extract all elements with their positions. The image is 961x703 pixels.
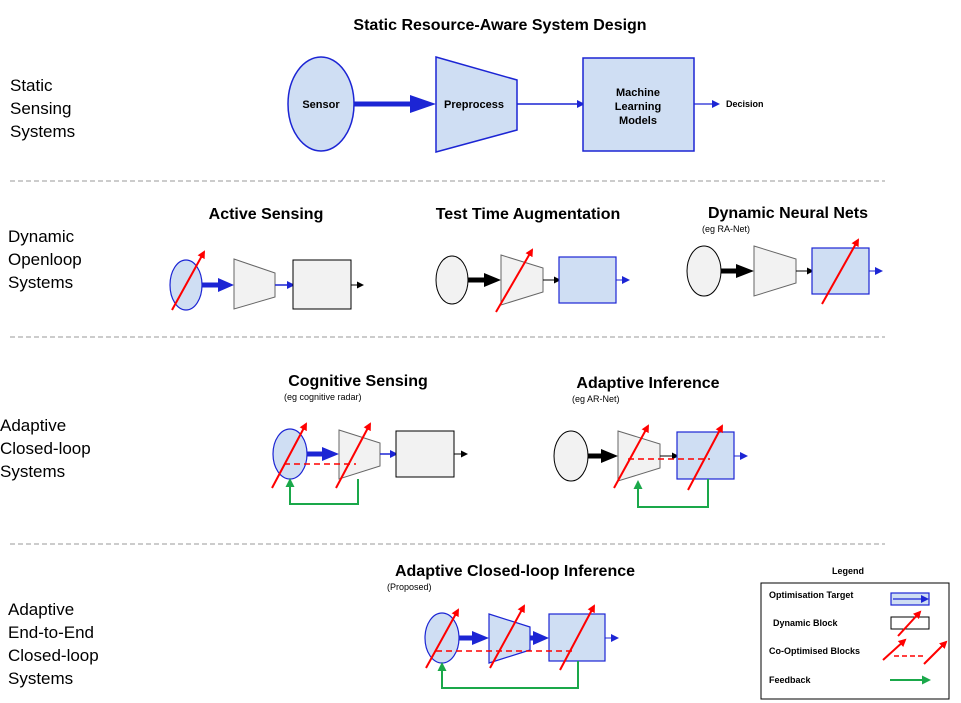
panel-adaptive-inference: Adaptive Inference (eg AR-Net) — [553, 375, 748, 508]
row-label-static-3: Systems — [10, 122, 75, 141]
row-label-endtoend-4: Systems — [8, 669, 73, 688]
tta-thick-arrowhead — [484, 273, 501, 287]
proposed-model — [548, 613, 606, 662]
legend-item-dynamic-block: Dynamic Block — [773, 618, 839, 628]
proposed-subtitle: (Proposed) — [387, 582, 432, 592]
legend-dynamic-arrow — [897, 610, 922, 637]
preprocess-label: Preprocess — [444, 99, 504, 111]
cognitive-subtitle: (eg cognitive radar) — [284, 392, 362, 402]
legend-item-co-optimised: Co-Optimised Blocks — [769, 646, 860, 656]
tta-model — [558, 256, 617, 304]
model-node — [582, 57, 695, 152]
row-label-openloop-2: Openloop — [8, 250, 82, 269]
sensor-label: Sensor — [302, 99, 340, 111]
dnn-thick-arrowhead — [736, 264, 754, 278]
row-label-endtoend-3: Closed-loop — [8, 646, 99, 665]
dnn-dynamic-arrow — [821, 238, 859, 305]
cognitive-preprocess — [338, 429, 381, 480]
adaptive-inference-thick-arrowhead — [601, 449, 618, 463]
tta-sensor — [435, 255, 469, 305]
legend: Legend Optimisation Target Dynamic Block… — [760, 566, 950, 700]
legend-item-optimisation-target: Optimisation Target — [769, 590, 853, 600]
adaptive-inference-preprocess — [617, 430, 661, 482]
tta-preprocess — [500, 254, 544, 306]
dnn-preprocess — [753, 245, 797, 297]
tta-dynamic-arrow — [495, 248, 534, 313]
row-label-endtoend-2: End-to-End — [8, 623, 94, 642]
model-label-2: Learning — [615, 101, 661, 113]
adaptive-inference-sensor — [553, 430, 589, 482]
active-sensing-thick-arrowhead — [218, 278, 234, 292]
row-label-endtoend-1: Adaptive — [8, 600, 74, 619]
panel-dnn: Dynamic Neural Nets (eg RA-Net) — [686, 205, 883, 305]
active-sensing-model — [292, 259, 352, 310]
proposed-title: Adaptive Closed-loop Inference — [395, 563, 635, 580]
row-label-openloop-1: Dynamic — [8, 227, 75, 246]
cognitive-thick-arrowhead — [322, 447, 339, 461]
legend-coopt-arrow-2 — [923, 640, 948, 665]
panel-tta: Test Time Augmentation — [435, 206, 630, 313]
decision-label: Decision — [726, 99, 764, 109]
preprocess-node — [435, 56, 518, 153]
cognitive-dynamic-arrow-1 — [271, 422, 307, 489]
cognitive-feedback-arrow — [285, 478, 359, 505]
adaptive-inference-dynamic-arrow-2 — [687, 424, 723, 491]
dnn-subtitle: (eg RA-Net) — [702, 224, 750, 234]
legend-title: Legend — [832, 566, 864, 576]
panel-cognitive: Cognitive Sensing (eg cognitive radar) — [271, 373, 468, 505]
legend-coopt-arrow-1 — [882, 638, 907, 661]
legend-item-feedback: Feedback — [769, 675, 812, 685]
proposed-dynamic-arrow-3 — [559, 604, 595, 671]
active-sensing-dynamic-arrow — [171, 250, 205, 311]
sensor-to-preprocess-arrowhead — [410, 95, 436, 113]
dnn-sensor — [686, 245, 722, 297]
cognitive-dynamic-arrow-2 — [335, 422, 371, 489]
proposed-thick-arrowhead-1 — [472, 631, 489, 645]
adaptive-inference-dynamic-arrow-1 — [613, 424, 649, 489]
proposed-dynamic-arrow-2 — [489, 604, 525, 669]
proposed-dynamic-arrow-1 — [425, 608, 459, 669]
panel-proposed: Adaptive Closed-loop Inference (Proposed… — [387, 563, 635, 689]
row-label-openloop-3: Systems — [8, 273, 73, 292]
row-label-closedloop-2: Closed-loop — [0, 439, 91, 458]
model-label-1: Machine — [616, 87, 660, 99]
cognitive-model — [395, 430, 455, 478]
page-title: Static Resource-Aware System Design — [353, 17, 646, 34]
static-pipeline: Sensor Preprocess Machine Learning Model… — [287, 56, 764, 153]
cognitive-title: Cognitive Sensing — [288, 373, 428, 390]
panel-active-sensing: Active Sensing — [169, 206, 364, 311]
row-label-static-2: Sensing — [10, 99, 71, 118]
adaptive-inference-title: Adaptive Inference — [576, 375, 719, 392]
adaptive-inference-subtitle: (eg AR-Net) — [572, 394, 620, 404]
row-label-static-1: Static — [10, 76, 53, 95]
active-sensing-preprocess — [233, 258, 276, 310]
tta-title: Test Time Augmentation — [436, 206, 621, 223]
proposed-feedback-arrow — [437, 661, 579, 689]
active-sensing-title: Active Sensing — [209, 206, 324, 223]
row-label-closedloop-3: Systems — [0, 462, 65, 481]
adaptive-inference-feedback-arrow — [633, 479, 709, 508]
dnn-title: Dynamic Neural Nets — [708, 205, 868, 222]
model-label-3: Models — [619, 115, 657, 127]
proposed-preprocess — [488, 613, 531, 664]
proposed-thick-arrowhead-2 — [533, 631, 549, 645]
row-label-closedloop-1: Adaptive — [0, 416, 66, 435]
